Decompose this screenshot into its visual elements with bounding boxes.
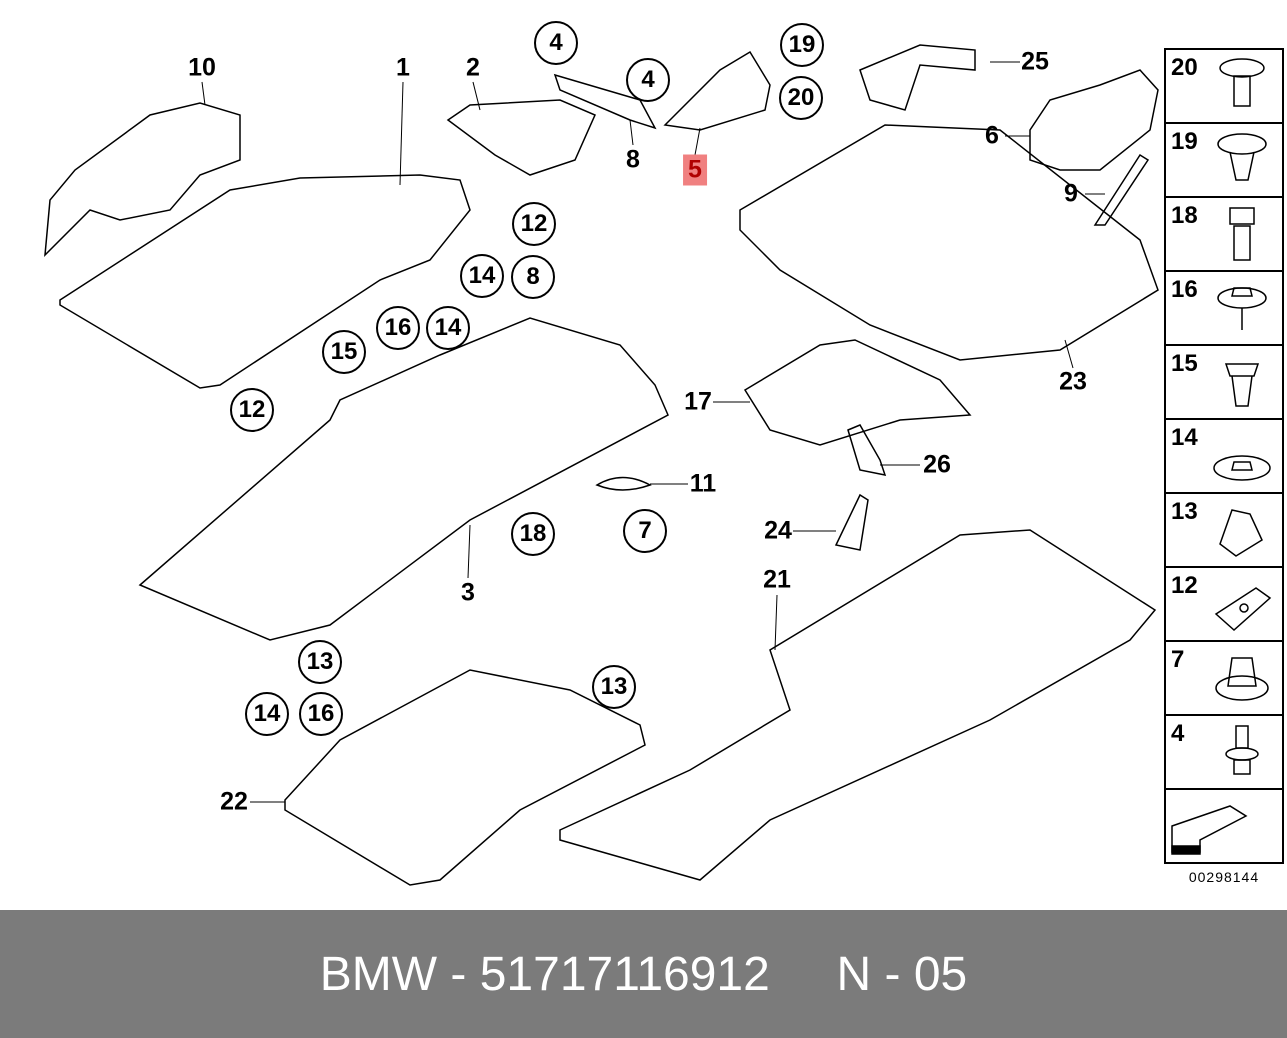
footer-bar: BMW - 51717116912 N - 05 [0,910,1287,1038]
callout: 17 [684,387,712,416]
callout: 25 [1021,47,1049,76]
callout-circled: 4 [626,58,670,102]
part-11-fastener [595,476,652,491]
callout-circled: 4 [534,21,578,65]
pin-clip-icon [1225,725,1259,775]
legend-cell: 19 [1166,124,1282,198]
callout: 21 [763,565,791,594]
part-10-shield [44,102,241,257]
legend-cell: 16 [1166,272,1282,346]
callout-circled: 12 [512,202,556,246]
callout: 22 [220,787,248,816]
part-number: 51717116912 [479,947,770,1001]
callout: 3 [461,578,475,607]
part-22-underbody-panel [284,669,646,886]
callout: 8 [626,145,640,174]
callout: 1 [396,53,410,82]
part-6-shield [1029,69,1159,171]
part-23-underbody-panel [739,124,1159,361]
nut-insert-icon [1224,363,1260,407]
parts-diagram: 4 19 4 20 12 14 8 16 14 15 12 18 7 13 13… [44,21,1284,886]
callout: 6 [985,121,999,150]
callout-circled: 13 [592,665,636,709]
legend-cell [1166,790,1282,864]
part-1-underbody-panel [59,174,471,389]
diagram-code: 00298144 [1188,869,1260,885]
parts-drawing [44,44,1159,886]
callout-circled: 14 [245,692,289,736]
part-26-bracket [847,424,887,476]
callout-circled: 8 [511,255,555,299]
spring-clip-icon [1219,509,1263,557]
legend-cell: 13 [1166,494,1282,568]
callout: 23 [1059,367,1087,396]
legend-cell: 14 [1166,420,1282,494]
callout-circled: 16 [299,692,343,736]
part-25-bracket [859,44,976,111]
speed-nut-icon [1214,587,1272,632]
part-21-underbody-panel [559,529,1157,881]
washer-screw-icon [1217,287,1267,330]
legend-cell: 20 [1166,50,1282,124]
callout-circled: 12 [230,388,274,432]
callout: 24 [764,516,792,545]
callout-circled: 15 [322,330,366,374]
part-4-strip [553,73,657,130]
legend-cell: 12 [1166,568,1282,642]
brand: BMW [319,947,438,1001]
part-9-strip [1093,153,1150,226]
clip-icon [1217,133,1267,181]
view-arrow-icon [1171,805,1248,855]
callout-circled: 19 [780,23,824,67]
callout-circled: 14 [426,306,470,350]
highlighted-callout: 5 [683,154,707,186]
callout: 9 [1064,179,1078,208]
part-2-bracket [446,99,596,176]
callout-circled: 7 [623,509,667,553]
part-3-underbody-panel [138,317,669,641]
hex-nut-icon [1215,657,1269,701]
legend-cell: 4 [1166,716,1282,790]
callout: 11 [689,469,717,498]
part-17-bracket [743,339,972,446]
part-24-bracket [834,493,869,551]
section-code: N - 05 [836,947,968,1001]
part-5-cover [663,50,771,131]
screw-icon [1219,58,1265,107]
separator: - [437,947,480,1001]
bolt-icon [1229,207,1255,261]
legend-cell: 15 [1166,346,1282,420]
callout: 10 [188,53,216,82]
legend-cell: 18 [1166,198,1282,272]
callout-circled: 18 [511,512,555,556]
fastener-legend: 20 19 18 16 15 14 13 12 7 4 [1164,48,1284,864]
callout: 26 [923,450,951,479]
callout-circled: 13 [298,640,342,684]
callout-circled: 16 [376,306,420,350]
legend-cell: 7 [1166,642,1282,716]
callout-circled: 14 [460,254,504,298]
callout-circled: 20 [779,76,823,120]
flange-nut-icon [1213,455,1271,481]
callout: 2 [466,53,480,82]
